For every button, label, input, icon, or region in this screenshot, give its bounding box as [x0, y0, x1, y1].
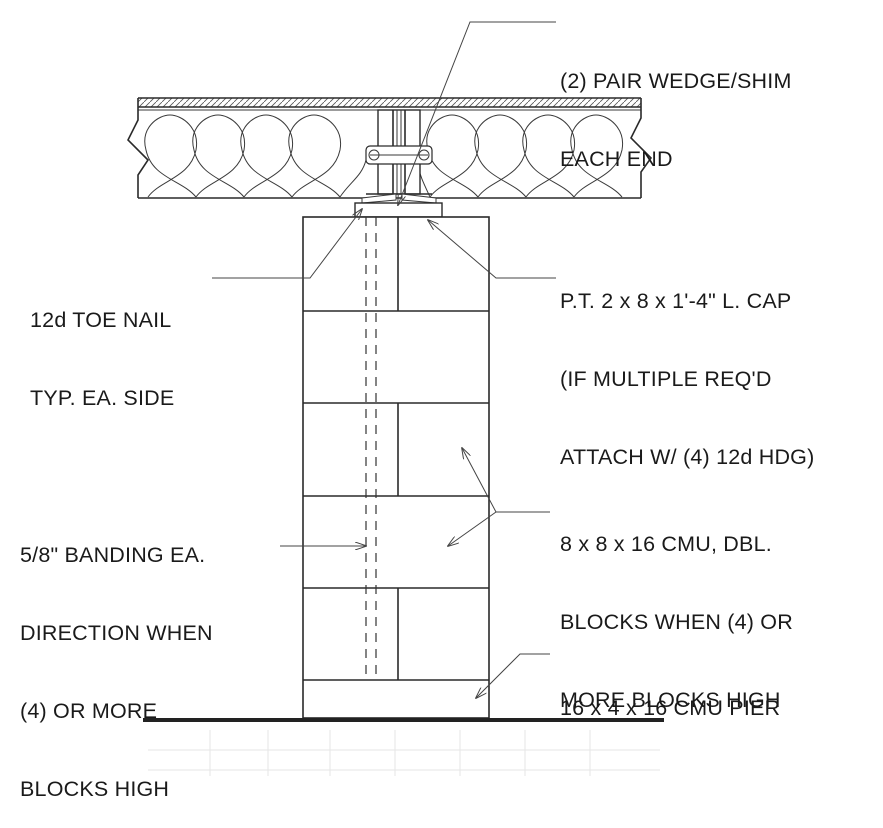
callout-wedge-line-1: (2) PAIR WEDGE/SHIM: [560, 69, 792, 93]
callout-pier: 16 x 4 x 16 CMU PIER: [560, 643, 780, 747]
callout-banding-line-2: DIRECTION WHEN: [20, 621, 213, 645]
floor-sheathing: [138, 97, 641, 111]
callout-cap-line-1: P.T. 2 x 8 x 1'-4" L. CAP: [560, 289, 792, 313]
callout-banding-line-3: (4) OR MORE: [20, 699, 158, 723]
callout-cmu-line-1: 8 x 8 x 16 CMU, DBL.: [560, 532, 772, 556]
leader-cmu: [448, 448, 550, 546]
pt-wood-cap: [354, 202, 443, 218]
callout-wedge-shim: (2) PAIR WEDGE/SHIM EACH END: [560, 16, 792, 198]
callout-toe-nail-line-1: 12d TOE NAIL: [30, 308, 172, 332]
callout-pt-cap: P.T. 2 x 8 x 1'-4" L. CAP (IF MULTIPLE R…: [560, 236, 814, 496]
callout-banding-line-1: 5/8" BANDING EA.: [20, 543, 206, 567]
steel-banding: [365, 217, 377, 680]
callout-pier-line-1: 16 x 4 x 16 CMU PIER: [560, 696, 781, 720]
callout-cap-line-2: (IF MULTIPLE REQ'D: [560, 367, 772, 391]
callout-cmu-line-2: BLOCKS WHEN (4) OR: [560, 610, 793, 634]
cmu-pier: [302, 216, 490, 719]
leader-pier: [476, 653, 550, 698]
pier-detail-drawing: [127, 21, 664, 776]
ground-ghost-grid: [148, 730, 660, 776]
break-line-right: [630, 98, 653, 198]
break-line-left: [127, 98, 150, 198]
callout-wedge-line-2: EACH END: [560, 147, 673, 171]
leader-toe-nail: [212, 209, 362, 279]
callout-banding-line-4: BLOCKS HIGH: [20, 777, 170, 801]
callout-toe-nail-line-2: TYP. EA. SIDE: [30, 386, 175, 410]
leader-cap: [428, 220, 556, 279]
callout-cmu: 8 x 8 x 16 CMU, DBL. BLOCKS WHEN (4) OR …: [560, 479, 793, 739]
leader-wedge: [398, 21, 556, 205]
steel-i-beam: [365, 109, 433, 195]
callout-cap-line-3: ATTACH W/ (4) 12d HDG): [560, 445, 815, 469]
callout-toe-nail: 12d TOE NAIL TYP. EA. SIDE: [30, 255, 174, 437]
callout-banding: 5/8" BANDING EA. DIRECTION WHEN (4) OR M…: [20, 490, 213, 828]
callout-cmu-line-3: MORE BLOCKS HIGH: [560, 688, 781, 712]
